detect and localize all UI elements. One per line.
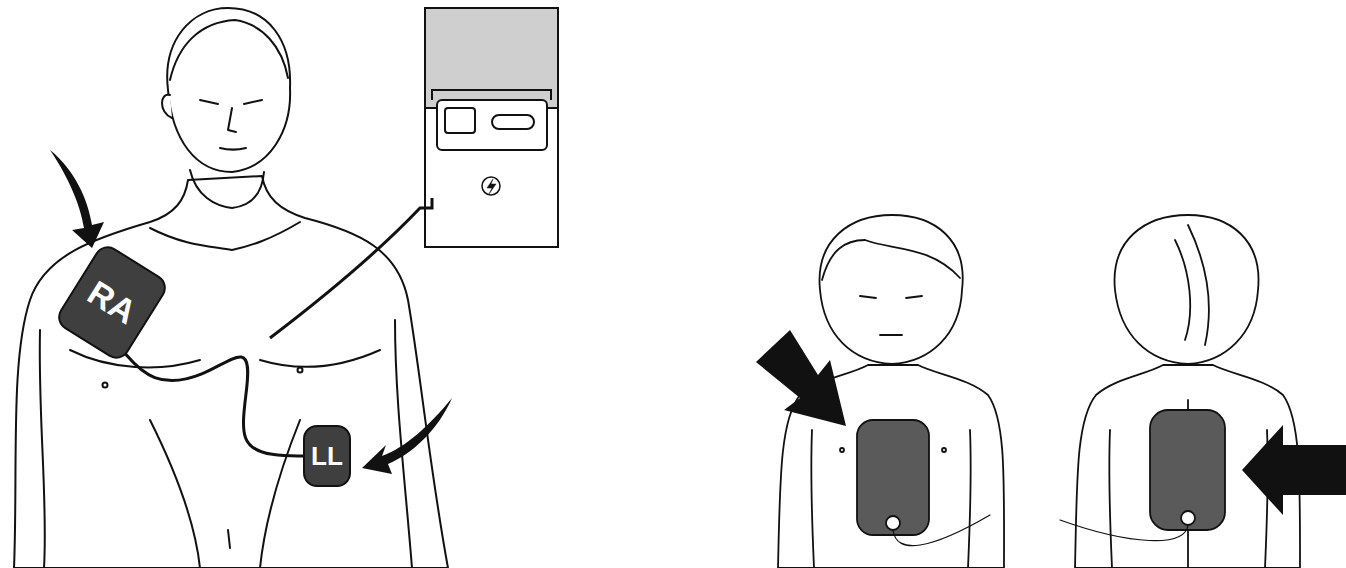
aed-lid — [425, 8, 558, 108]
adult-hair — [170, 20, 288, 80]
aed-panel — [437, 100, 547, 150]
placement-arrow — [50, 150, 104, 248]
aed-shock-symbol — [487, 179, 496, 194]
adult-nipple — [103, 383, 108, 388]
pad-cable — [1060, 520, 1188, 541]
adult-ear — [162, 95, 172, 118]
child-back-pad — [1150, 410, 1225, 530]
placement-arrow — [756, 330, 846, 426]
aed-cable — [270, 198, 432, 338]
child-front-pad — [857, 420, 929, 535]
placement-arrow — [1242, 425, 1346, 515]
aed-screen — [445, 108, 475, 133]
electrode-pad: LL — [303, 425, 351, 487]
pad-label: RA — [81, 273, 143, 332]
child-front-hair — [822, 240, 960, 280]
adult-nose-mouth — [220, 108, 246, 150]
child-nipple — [840, 448, 844, 452]
child-front-face — [860, 296, 922, 335]
child-back-head — [1115, 215, 1259, 364]
placement-arrow — [362, 398, 452, 474]
aed-lid-edge — [432, 90, 551, 100]
electrode-pad: RA — [53, 241, 171, 364]
child-back-hair — [1175, 225, 1209, 345]
adult-nipple — [298, 368, 303, 373]
child-nipple — [942, 448, 946, 452]
pad-connector — [886, 516, 900, 530]
pad-cable — [893, 515, 990, 546]
pad-connector — [1181, 511, 1195, 525]
adult-head — [167, 8, 290, 172]
electrode-cable — [121, 349, 303, 456]
aed-shock-button — [482, 177, 500, 195]
adult-abdomen — [150, 420, 300, 568]
aed-case — [425, 8, 558, 247]
adult-arm-lines — [40, 320, 412, 568]
pad-label: LL — [311, 441, 343, 472]
aed-slot — [492, 115, 534, 129]
child-front-head — [820, 215, 963, 364]
adult-eyes — [200, 100, 262, 104]
adult-neck-shadow — [190, 170, 264, 208]
